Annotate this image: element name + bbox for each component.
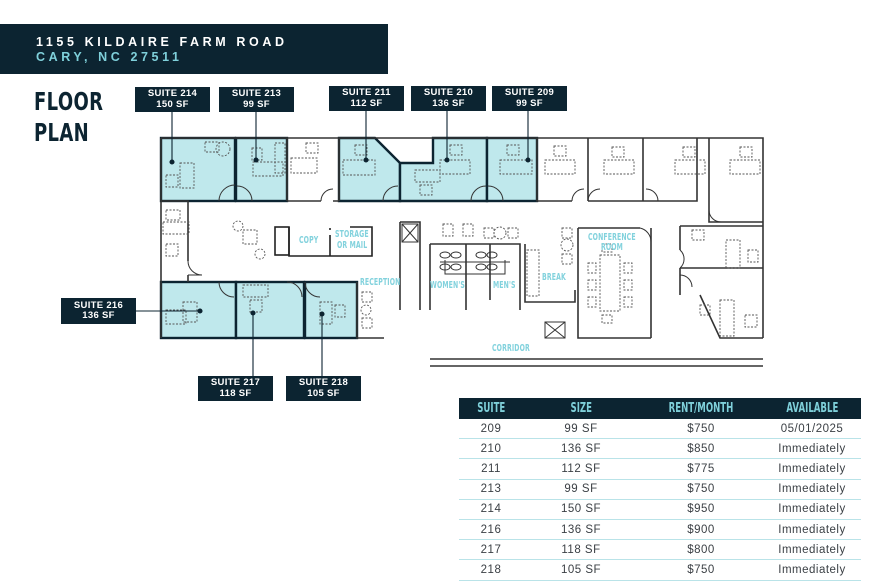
callout-suite-211-name: SUITE 211 (342, 87, 391, 98)
room-label-copy: COPY (299, 235, 319, 246)
room-label-storage-1: STORAGE (335, 229, 369, 240)
room-label-womens: WOMEN'S (430, 280, 465, 291)
room-label-corridor: CORRIDOR (492, 343, 530, 354)
col-header-suite: SUITE (459, 398, 523, 419)
cell-size: 99 SF (523, 479, 639, 500)
room-label-mens: MEN'S (493, 280, 516, 291)
callout-suite-213-name: SUITE 213 (231, 88, 282, 99)
address-line-2: CARY, NC 27511 (36, 50, 183, 64)
callout-suite-218: SUITE 218 105 SF (286, 376, 361, 401)
cell-suite: 213 (459, 479, 523, 500)
cell-suite: 216 (459, 519, 523, 541)
cell-size: 112 SF (523, 458, 639, 480)
callout-suite-210-size: 136 SF (432, 97, 465, 109)
cell-available: Immediately (763, 438, 861, 460)
suite-217-area (234, 280, 306, 340)
room-label-storage-2: OR MAIL (337, 240, 368, 251)
cell-rent: $800 (639, 539, 763, 561)
suite-211-area (337, 136, 402, 203)
suite-213-area (234, 136, 289, 203)
callout-suite-209: SUITE 209 99 SF (492, 86, 567, 111)
callout-suite-216-name: SUITE 216 (73, 299, 124, 311)
cell-available: Immediately (763, 479, 861, 500)
col-header-available: AVAILABLE (763, 398, 861, 419)
callout-suite-209-size: 99 SF (516, 97, 543, 109)
cell-suite: 210 (459, 438, 523, 460)
callout-suite-218-name: SUITE 218 (298, 377, 349, 388)
callout-suite-217-name: SUITE 217 (210, 377, 261, 388)
callout-suite-214-size: 150 SF (156, 98, 189, 110)
cell-available: Immediately (763, 559, 861, 581)
cell-rent: $900 (639, 519, 763, 541)
cell-suite: 217 (459, 539, 523, 561)
cell-rent: $750 (639, 419, 763, 440)
callout-suite-216-size: 136 SF (82, 310, 115, 321)
cell-size: 136 SF (523, 438, 639, 460)
title-line-2: PLAN (34, 118, 90, 147)
room-label-break: BREAK (542, 272, 566, 283)
copy-storage-blocks (274, 226, 373, 257)
table-header-row: SUITE SIZE RENT/MONTH AVAILABLE (459, 398, 861, 419)
cell-size: 136 SF (523, 519, 639, 541)
callout-suite-217: SUITE 217 118 SF (198, 376, 273, 401)
page-title: FLOOR PLAN (34, 86, 103, 148)
callout-suite-218-size: 105 SF (307, 387, 340, 399)
address-banner (0, 24, 388, 74)
col-header-size: SIZE (523, 398, 639, 419)
restroom-fixtures (401, 223, 566, 339)
suite-218-area (303, 280, 359, 340)
cell-rent: $950 (639, 499, 763, 520)
callout-suite-217-size: 118 SF (219, 387, 252, 399)
cell-available: Immediately (763, 539, 861, 561)
col-header-rent: RENT/MONTH (639, 398, 763, 419)
callout-suite-210-name: SUITE 210 (423, 87, 474, 98)
callout-suite-213: SUITE 213 99 SF (219, 87, 294, 112)
callout-suite-209-name: SUITE 209 (504, 87, 555, 98)
cell-suite: 211 (459, 458, 523, 480)
cell-suite: 209 (459, 419, 523, 440)
cell-size: 150 SF (523, 499, 639, 520)
cell-available: Immediately (763, 458, 861, 480)
callout-suite-214-name: SUITE 214 (147, 88, 198, 99)
callout-suite-216: SUITE 216 136 SF (61, 298, 136, 324)
cell-available: Immediately (763, 499, 861, 520)
title-line-1: FLOOR (34, 87, 104, 116)
walls (160, 137, 764, 367)
cell-size: 99 SF (523, 419, 639, 440)
room-label-reception: RECEPTION (360, 277, 401, 288)
address-line-1: 1155 KILDAIRE FARM ROAD (36, 35, 288, 49)
callout-suite-211-size: 112 SF (350, 97, 383, 109)
cell-rent: $775 (639, 458, 763, 480)
cell-available: Immediately (763, 519, 861, 541)
callout-suite-213-size: 99 SF (243, 98, 270, 110)
callout-suite-214: SUITE 214 150 SF (135, 87, 210, 112)
door-swings (187, 184, 722, 298)
callout-leaders (136, 111, 531, 376)
suite-209-area (485, 136, 539, 203)
cell-size: 105 SF (523, 559, 639, 581)
room-label-conference-1: CONFERENCE (588, 232, 636, 243)
room-label-conference-2: ROOM (601, 242, 623, 253)
cell-available: 05/01/2025 (763, 419, 861, 440)
cell-size: 118 SF (523, 539, 639, 561)
callout-suite-211: SUITE 211 112 SF (329, 86, 404, 111)
cell-suite: 214 (459, 499, 523, 520)
cell-rent: $850 (639, 438, 763, 460)
cell-suite: 218 (459, 559, 523, 581)
cell-rent: $750 (639, 479, 763, 500)
cell-rent: $750 (639, 559, 763, 581)
callout-suite-210: SUITE 210 136 SF (411, 86, 486, 111)
